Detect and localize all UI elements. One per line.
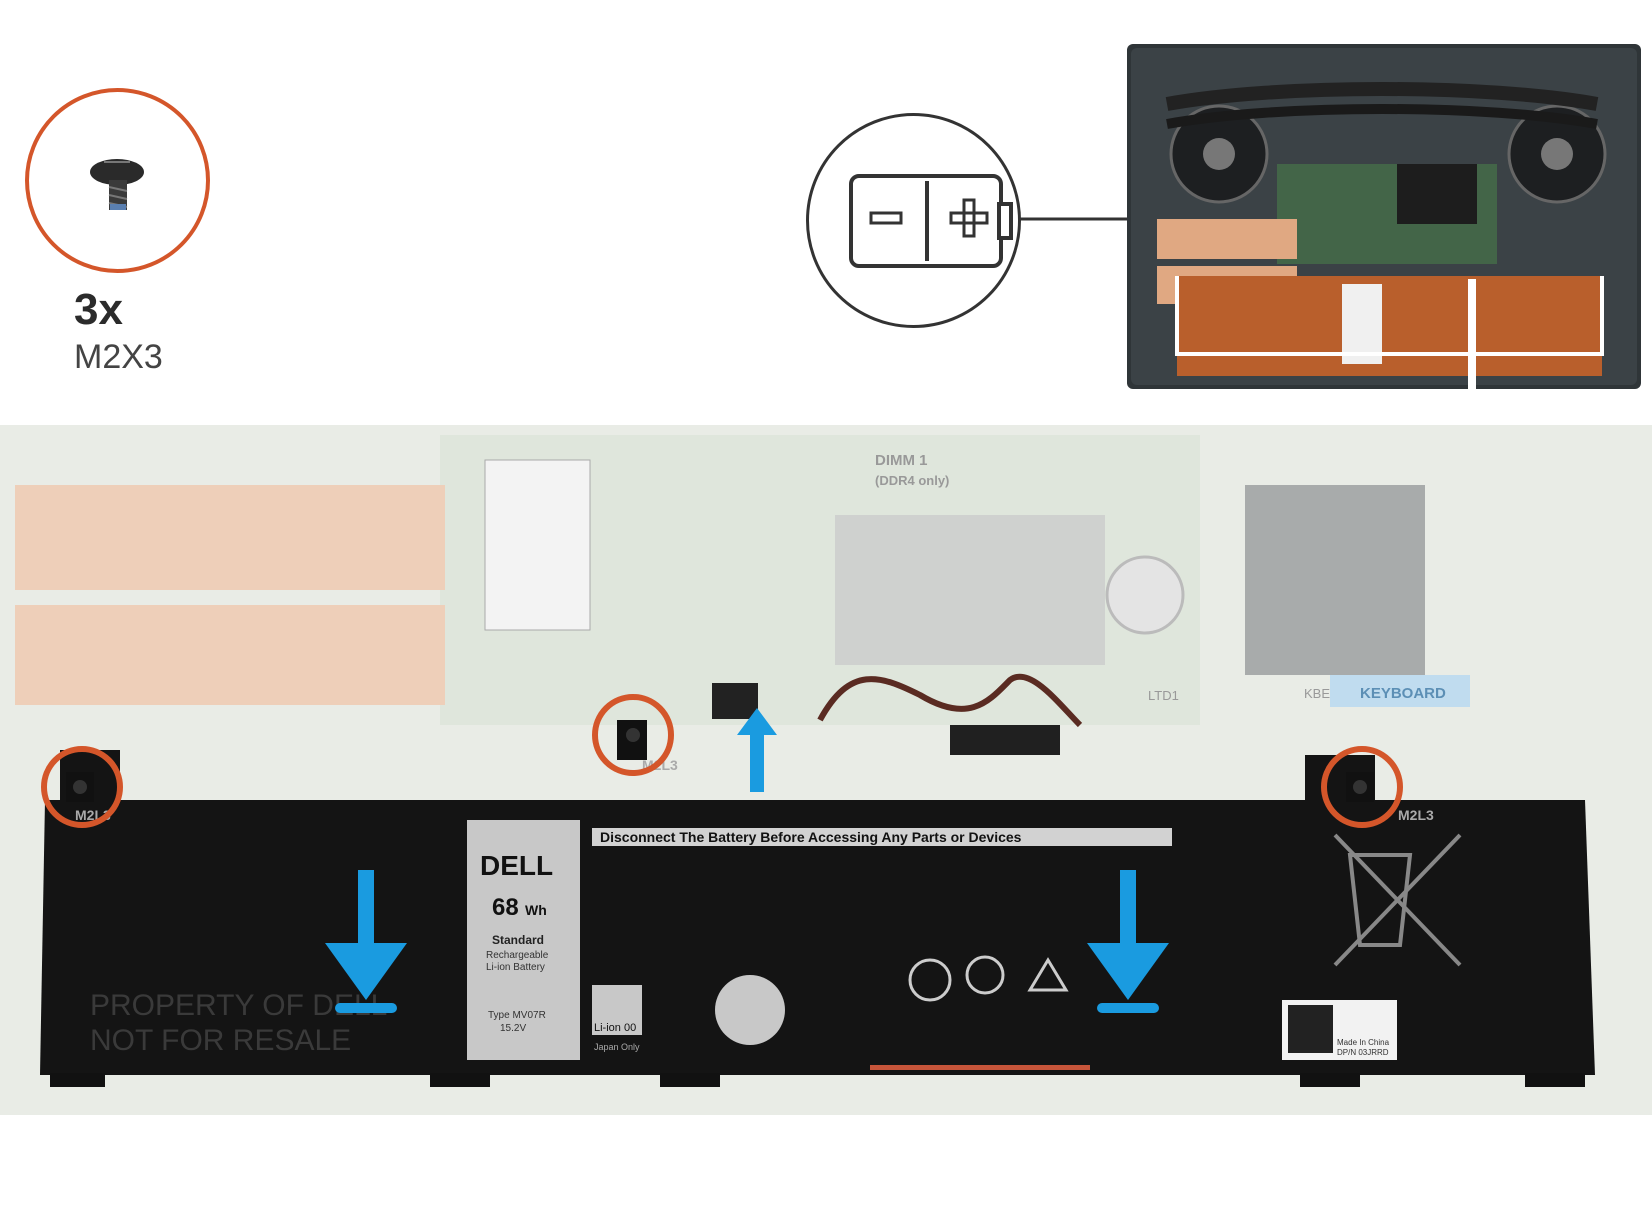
ltd1-label: LTD1 xyxy=(1148,688,1179,703)
screw-callout-mid xyxy=(592,694,674,776)
kbe-label: KBE xyxy=(1304,686,1330,701)
dpn-label: DP/N 03JRRD xyxy=(1337,1048,1389,1057)
qr-code-icon xyxy=(1288,1005,1333,1053)
battery-capacity-unit: Wh xyxy=(525,902,547,918)
battery-body xyxy=(40,800,1595,1075)
screw-type: M2X3 xyxy=(74,338,163,376)
screw-callout xyxy=(25,88,210,273)
battery-warning-banner: Disconnect The Battery Before Accessing … xyxy=(600,829,1022,845)
weee-bin-icon xyxy=(1333,833,1462,967)
screw-callout-right xyxy=(1321,746,1403,828)
ssd-shield-2 xyxy=(15,605,445,705)
arrow-up-connector xyxy=(737,708,777,792)
screw-callout-left xyxy=(41,746,123,828)
ssd-shield-1 xyxy=(15,485,445,590)
battery-chem-1: Rechargeable xyxy=(486,950,549,961)
battery-icon xyxy=(849,174,1013,268)
screw-label-right: M2L3 xyxy=(1398,807,1434,823)
arrow-down-left xyxy=(325,870,407,1013)
battery-voltage: 15.2V xyxy=(500,1023,526,1034)
dimm-label: DIMM 1 xyxy=(875,452,928,469)
li-ion-label: Li-ion 00 xyxy=(594,1022,636,1034)
keyboard-label: KEYBOARD xyxy=(1360,685,1446,702)
screw-quantity: 3x xyxy=(74,285,123,334)
battery-label-panel xyxy=(467,820,580,1060)
dimm-type-label: (DDR4 only) xyxy=(875,473,949,488)
property-line-2: NOT FOR RESALE xyxy=(90,1024,351,1057)
recycle-icon xyxy=(715,975,785,1045)
warning-triangle-icon xyxy=(1027,957,1069,992)
motherboard-illustration: DIMM 1 (DDR4 only) KEYBOARD KBE LTD1 Dis… xyxy=(0,425,1652,1115)
battery-location-callout xyxy=(806,113,1021,328)
battery-type: Type MV07R xyxy=(488,1010,546,1021)
battery-connector xyxy=(712,683,758,719)
battery-standard: Standard xyxy=(492,933,544,947)
screw-icon xyxy=(90,159,144,210)
coin-cell-battery-icon xyxy=(1105,555,1185,635)
made-in-label: Made In China xyxy=(1337,1038,1390,1047)
board-diagram: DIMM 1 (DDR4 only) KEYBOARD KBE LTD1 Dis… xyxy=(0,425,1652,1115)
battery-highlight xyxy=(1177,276,1602,376)
arrow-down-right xyxy=(1087,870,1169,1013)
japan-only-label: Japan Only xyxy=(594,1042,640,1052)
battery-capacity: 68 xyxy=(492,894,519,921)
dell-logo: DELL xyxy=(480,850,553,881)
laptop-overview xyxy=(1127,44,1641,389)
battery-chem-2: Li-ion Battery xyxy=(486,962,545,973)
